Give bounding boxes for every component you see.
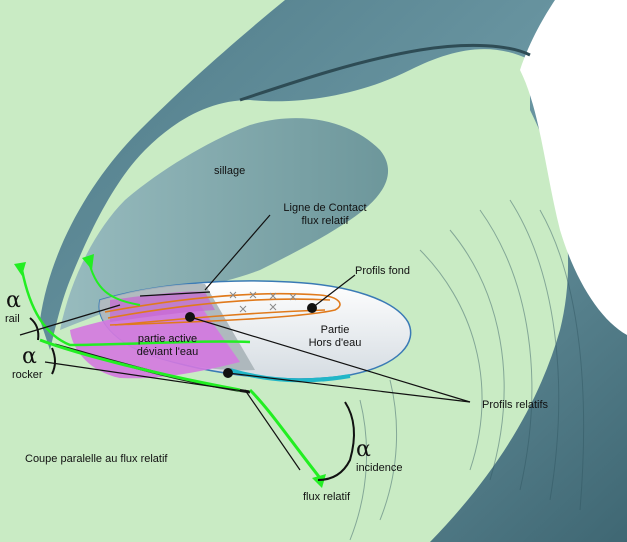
profils-fond-dot <box>307 303 317 313</box>
flow-lines <box>20 257 322 479</box>
partie-hors-label: Partie Hors d'eau <box>300 324 370 350</box>
wave-face <box>60 118 389 330</box>
partie-hors-line2: Hors d'eau <box>308 337 362 349</box>
contact-line <box>139 291 211 297</box>
partie-active-line1: partie active <box>137 333 198 345</box>
profils-relatifs-label: Profils relatifs <box>482 399 549 411</box>
profils-relatifs-leader-a <box>189 316 471 403</box>
profils-fond-leader <box>311 274 356 309</box>
reference-lines <box>19 214 471 471</box>
rail-arrowhead <box>14 262 26 276</box>
profils-relatifs-leader-b <box>227 372 471 403</box>
ligne-contact-label: Ligne de Contact flux relatif <box>270 202 380 228</box>
contact-leader <box>204 214 271 291</box>
sillage-label: sillage <box>214 165 246 177</box>
rail-reference <box>19 304 121 336</box>
sky-area <box>520 0 627 335</box>
rail-flow-line <box>20 269 251 347</box>
incidence-flow-line <box>248 388 322 479</box>
profil-relatif-dot-a <box>185 312 195 322</box>
bottom-profiles <box>104 292 341 326</box>
profil-relatif-dot-b <box>223 368 233 378</box>
incidence-reference <box>244 389 301 471</box>
flow-arrowhead <box>312 474 326 488</box>
ligne-contact-line2: flux relatif <box>301 215 349 227</box>
partie-active-label: partie active déviant l'eau <box>125 333 210 359</box>
flux-relatif-label: flux relatif <box>303 491 351 503</box>
rocker-flow-line <box>39 338 241 392</box>
wave-lip <box>239 43 531 102</box>
profile-markers <box>229 291 297 313</box>
rail-angle-label: rail <box>5 313 20 325</box>
rocker-angle-label: rocker <box>12 369 43 381</box>
rocker-alpha-symbol: α <box>22 344 37 369</box>
upper-arrowhead <box>82 254 94 270</box>
rocker-angle-arc <box>51 347 56 375</box>
coupe-label: Coupe paralelle au flux relatif <box>25 453 168 465</box>
ligne-contact-line1: Ligne de Contact <box>283 202 367 214</box>
incidence-angle-label: incidence <box>356 462 403 474</box>
wave-texture <box>349 199 585 541</box>
profils-fond-label: Profils fond <box>355 265 411 277</box>
rocker-reference <box>44 361 251 393</box>
incidence-angle-arc <box>317 401 355 481</box>
rail-alpha-symbol: α <box>6 288 21 313</box>
rail-angle-arc <box>29 317 40 341</box>
partie-active-line2: déviant l'eau <box>136 346 199 358</box>
partie-hors-line1: Partie <box>320 324 350 336</box>
incidence-alpha-symbol: α <box>356 437 371 462</box>
